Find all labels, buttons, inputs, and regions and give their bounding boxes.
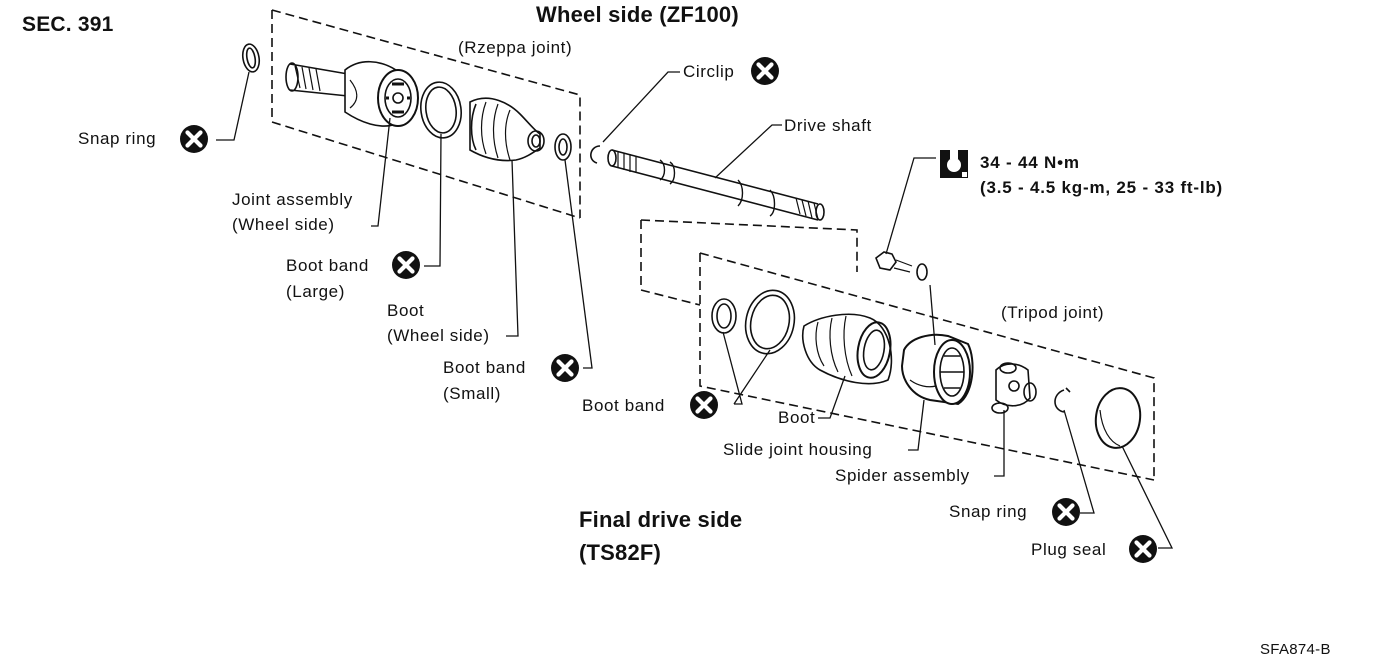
- spider-assembly-part: [991, 362, 1037, 414]
- final-drive-title: Final drive side: [579, 507, 743, 532]
- wheel-snap-ring-label: Snap ring: [78, 129, 157, 148]
- final-boot-band-label: Boot band: [582, 396, 665, 415]
- boot-band-small: [554, 133, 572, 161]
- boot-band-large-sublabel: (Large): [286, 282, 346, 301]
- do-not-reuse-icon: [1129, 535, 1157, 563]
- joint-assembly-wheel-side: [285, 60, 419, 127]
- final-boot-label: Boot: [778, 408, 816, 427]
- final-snap-ring-label: Snap ring: [949, 502, 1028, 521]
- bolt-and-washer: [875, 251, 928, 281]
- circlip-part: [590, 145, 601, 164]
- boot-band-large: [420, 81, 462, 139]
- boot-band-small-label: Boot band: [443, 358, 526, 377]
- do-not-reuse-icon: [690, 391, 718, 419]
- boot-band-small-sublabel: (Small): [443, 384, 502, 403]
- boot-wheel-sublabel: (Wheel side): [387, 326, 490, 345]
- torque-spec-conversions: (3.5 - 4.5 kg-m, 25 - 33 ft-lb): [980, 178, 1224, 197]
- plug-seal-label: Plug seal: [1031, 540, 1107, 559]
- torque-wrench-icon: [940, 150, 968, 178]
- rzeppa-joint-label: (Rzeppa joint): [458, 38, 573, 57]
- final-side-frame: [640, 219, 1155, 481]
- drive-shaft-label: Drive shaft: [784, 116, 872, 135]
- joint-assembly-label: Joint assembly: [232, 190, 353, 209]
- final-drive-model: (TS82F): [579, 540, 662, 565]
- do-not-reuse-icon: [751, 57, 779, 85]
- wheel-side-title: Wheel side (ZF100): [536, 2, 739, 27]
- do-not-reuse-icon: [392, 251, 420, 279]
- circlip-label: Circlip: [683, 62, 735, 81]
- leader-lines: [216, 71, 1174, 549]
- do-not-reuse-icon: [551, 354, 579, 382]
- do-not-reuse-icon: [180, 125, 208, 153]
- final-boot-band: [711, 289, 796, 355]
- slide-joint-housing-part: [900, 333, 974, 406]
- plug-seal-part: [1094, 387, 1142, 449]
- tripod-joint-label: (Tripod joint): [1001, 303, 1105, 322]
- boot-wheel-side: [469, 97, 545, 162]
- wheel-side-frame: [271, 9, 581, 219]
- torque-spec-value: 34 - 44 N•m: [980, 153, 1080, 172]
- boot-band-large-label: Boot band: [286, 256, 369, 275]
- section-label: SEC. 391: [22, 13, 114, 36]
- final-boot-part: [802, 313, 893, 385]
- boot-wheel-label: Boot: [387, 301, 425, 320]
- wheel-snap-ring: [241, 43, 261, 73]
- slide-joint-housing-label: Slide joint housing: [723, 440, 873, 459]
- figure-code: SFA874-B: [1260, 641, 1331, 658]
- do-not-reuse-icon: [1052, 498, 1080, 526]
- final-snap-ring: [1054, 387, 1071, 413]
- joint-assembly-sublabel: (Wheel side): [232, 215, 335, 234]
- spider-assembly-label: Spider assembly: [835, 466, 970, 485]
- drive-shaft-part: [607, 149, 825, 221]
